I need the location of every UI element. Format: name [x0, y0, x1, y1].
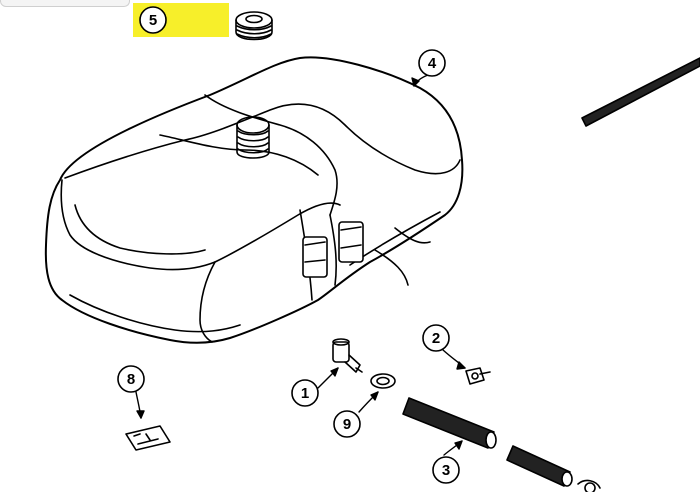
decal-plate — [125, 425, 171, 451]
callout-9: 9 — [333, 410, 361, 438]
small-clamp — [465, 367, 491, 385]
callout-label-4: 4 — [428, 55, 437, 72]
rubber-strip — [581, 57, 700, 127]
callout-label-2: 2 — [432, 330, 440, 347]
fuel-tank — [44, 56, 464, 344]
callout-5: 5 — [133, 3, 229, 37]
callout-label-3: 3 — [442, 462, 450, 479]
elbow-fitting — [332, 338, 363, 373]
callout-4: 4 — [418, 49, 446, 77]
callout-label-5: 5 — [149, 12, 157, 29]
callout-label-9: 9 — [343, 416, 351, 433]
fuel-cap — [235, 11, 273, 41]
callout-3: 3 — [432, 456, 460, 484]
hose-clamp — [370, 373, 396, 389]
callout-1: 1 — [291, 379, 319, 407]
fuel-hose — [402, 397, 601, 492]
callout-8: 8 — [117, 365, 145, 393]
callout-2: 2 — [422, 324, 450, 352]
callout-label-1: 1 — [301, 385, 309, 402]
callout-label-8: 8 — [127, 371, 135, 388]
